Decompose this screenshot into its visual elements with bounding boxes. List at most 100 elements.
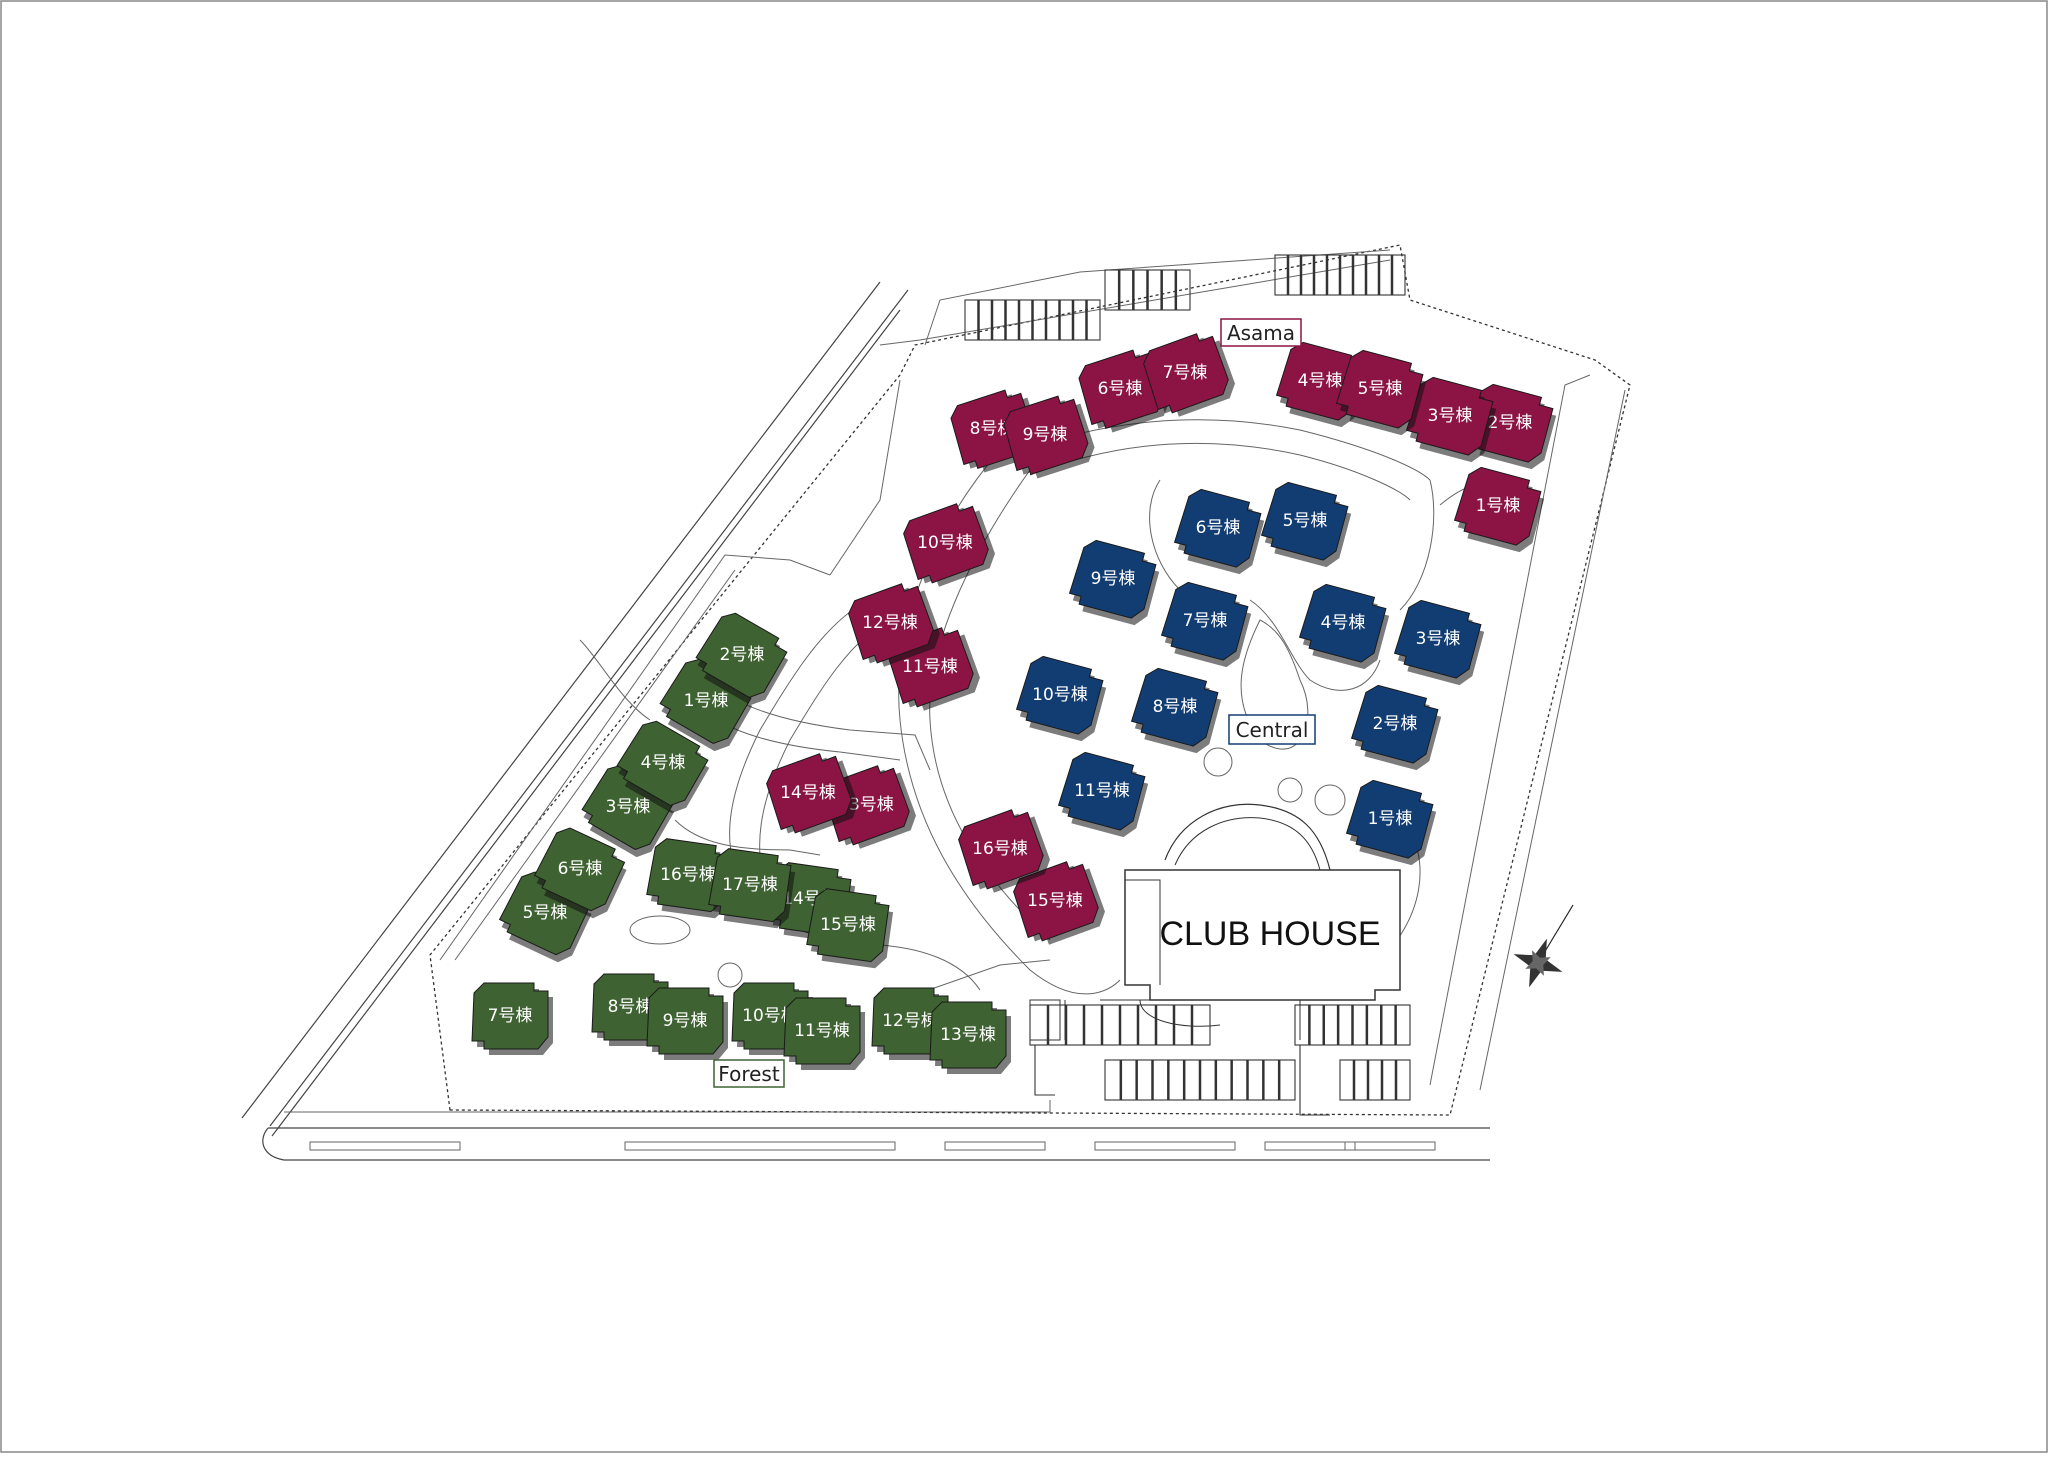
building-central-6[interactable]: 6号棟 (1171, 486, 1268, 577)
svg-text:Forest: Forest (718, 1062, 780, 1086)
building-central-1-label: 1号棟 (1368, 809, 1413, 829)
club-house-label: CLUB HOUSE (1159, 915, 1380, 953)
building-central-7-shape (1160, 581, 1252, 668)
building-forest-7-label: 7号棟 (488, 1006, 533, 1026)
zone-label-forest[interactable]: Forest (713, 1059, 785, 1088)
building-asama-7[interactable]: 7号棟 (1138, 327, 1239, 422)
building-forest-8-label: 8号棟 (608, 997, 653, 1017)
building-central-11-shape (1057, 751, 1149, 838)
zone-label-central[interactable]: Central (1228, 714, 1316, 745)
building-asama-6-shape (1078, 349, 1170, 433)
svg-text:Asama: Asama (1227, 321, 1295, 345)
building-asama-12[interactable]: 12号棟 (843, 577, 944, 672)
building-central-3-shape (1393, 599, 1485, 686)
building-forest-11-label: 11号棟 (794, 1021, 850, 1041)
building-forest-17[interactable]: 17号棟 (707, 847, 797, 930)
building-forest-9-label: 9号棟 (663, 1011, 708, 1031)
building-central-1-shape (1345, 779, 1437, 866)
building-asama-16[interactable]: 16号棟 (953, 803, 1054, 898)
parking-stripes (977, 255, 1394, 340)
building-asama-8[interactable]: 8号棟 (946, 384, 1045, 478)
building-asama-16-label: 16号棟 (972, 839, 1028, 859)
building-forest-17-label: 17号棟 (722, 875, 778, 895)
building-forest-7-shape (471, 982, 553, 1055)
building-forest-6-label: 6号棟 (558, 859, 603, 879)
building-central-10[interactable]: 10号棟 (1013, 653, 1110, 744)
building-asama-7-label: 7号棟 (1163, 363, 1208, 383)
building-asama-1-label: 1号棟 (1476, 496, 1521, 516)
building-forest-2[interactable]: 2号棟 (689, 607, 795, 710)
building-asama-16-shape (958, 809, 1050, 893)
building-asama-6[interactable]: 6号棟 (1074, 344, 1173, 438)
building-asama-2-label: 2号棟 (1488, 413, 1533, 433)
building-forest-11[interactable]: 11号棟 (783, 997, 865, 1070)
building-central-11-label: 11号棟 (1074, 781, 1130, 801)
building-central-3-label: 3号棟 (1416, 629, 1461, 649)
building-asama-5-label: 5号棟 (1358, 379, 1403, 399)
building-asama-9[interactable]: 9号棟 (999, 390, 1098, 484)
building-asama-5-shape (1335, 349, 1427, 436)
building-forest-9[interactable]: 9号棟 (646, 987, 728, 1060)
building-central-1[interactable]: 1号棟 (1343, 777, 1440, 868)
building-central-2-label: 2号棟 (1373, 714, 1418, 734)
building-forest-12-label: 12号棟 (882, 1011, 938, 1031)
club-house[interactable]: CLUB HOUSE (1029, 803, 1401, 1041)
building-asama-6-label: 6号棟 (1098, 379, 1143, 399)
building-asama-10-shape (903, 503, 995, 587)
building-central-5-shape (1260, 481, 1352, 568)
building-asama-12-label: 12号棟 (862, 613, 918, 633)
building-forest-7[interactable]: 7号棟 (471, 982, 553, 1055)
building-forest-6[interactable]: 6号棟 (529, 823, 633, 922)
building-forest-10-label: 10号棟 (742, 1006, 798, 1026)
building-central-8[interactable]: 8号棟 (1128, 665, 1225, 756)
building-asama-5[interactable]: 5号棟 (1333, 347, 1430, 438)
building-forest-13-shape (929, 1001, 1011, 1074)
building-central-5-label: 5号棟 (1283, 511, 1328, 531)
building-central-5[interactable]: 5号棟 (1258, 479, 1355, 570)
building-forest-3-label: 3号棟 (606, 797, 651, 817)
building-asama-8-label: 8号棟 (970, 419, 1015, 439)
building-asama-1-shape (1453, 466, 1545, 553)
building-central-10-label: 10号棟 (1032, 685, 1088, 705)
building-asama-10[interactable]: 10号棟 (898, 497, 999, 592)
building-central-2[interactable]: 2号棟 (1348, 682, 1445, 773)
building-central-2-shape (1350, 684, 1442, 771)
building-asama-3[interactable]: 3号棟 (1403, 374, 1500, 465)
building-central-11[interactable]: 11号棟 (1055, 749, 1152, 840)
building-central-4[interactable]: 4号棟 (1296, 581, 1393, 672)
building-forest-13-label: 13号棟 (940, 1025, 996, 1045)
building-forest-13[interactable]: 13号棟 (929, 1001, 1011, 1074)
building-central-9-label: 9号棟 (1091, 569, 1136, 589)
building-asama-15-label: 15号棟 (1027, 891, 1083, 911)
zone-label-asama[interactable]: Asama (1220, 318, 1302, 347)
site-outline (241, 244, 1631, 1161)
building-asama-14-shape (766, 753, 858, 837)
building-forest-6-shape (533, 827, 627, 919)
building-asama-15[interactable]: 15号棟 (1008, 855, 1109, 950)
building-central-9[interactable]: 9号棟 (1066, 537, 1163, 628)
building-forest-4[interactable]: 4号棟 (610, 715, 716, 818)
building-asama-1[interactable]: 1号棟 (1451, 464, 1548, 555)
club-house-outline (1124, 869, 1401, 1001)
building-central-7[interactable]: 7号棟 (1158, 579, 1255, 670)
building-central-3[interactable]: 3号棟 (1391, 597, 1488, 688)
building-forest-15[interactable]: 15号棟 (805, 887, 895, 970)
building-forest-15-shape (806, 888, 894, 969)
building-central-7-label: 7号棟 (1183, 611, 1228, 631)
building-forest-4-shape (616, 720, 710, 814)
building-forest-17-shape (708, 848, 796, 929)
building-forest-4-label: 4号棟 (641, 753, 686, 773)
building-central-4-label: 4号棟 (1321, 613, 1366, 633)
building-forest-16-label: 16号棟 (660, 865, 716, 885)
building-central-8-label: 8号棟 (1153, 697, 1198, 717)
building-central-10-shape (1015, 655, 1107, 742)
building-asama-10-label: 10号棟 (917, 533, 973, 553)
building-asama-3-shape (1405, 376, 1497, 463)
building-asama-14[interactable]: 14号棟 (761, 747, 862, 842)
parking-stripes (1046, 1005, 1398, 1100)
building-asama-9-shape (1003, 395, 1095, 479)
building-forest-9-shape (646, 987, 728, 1060)
